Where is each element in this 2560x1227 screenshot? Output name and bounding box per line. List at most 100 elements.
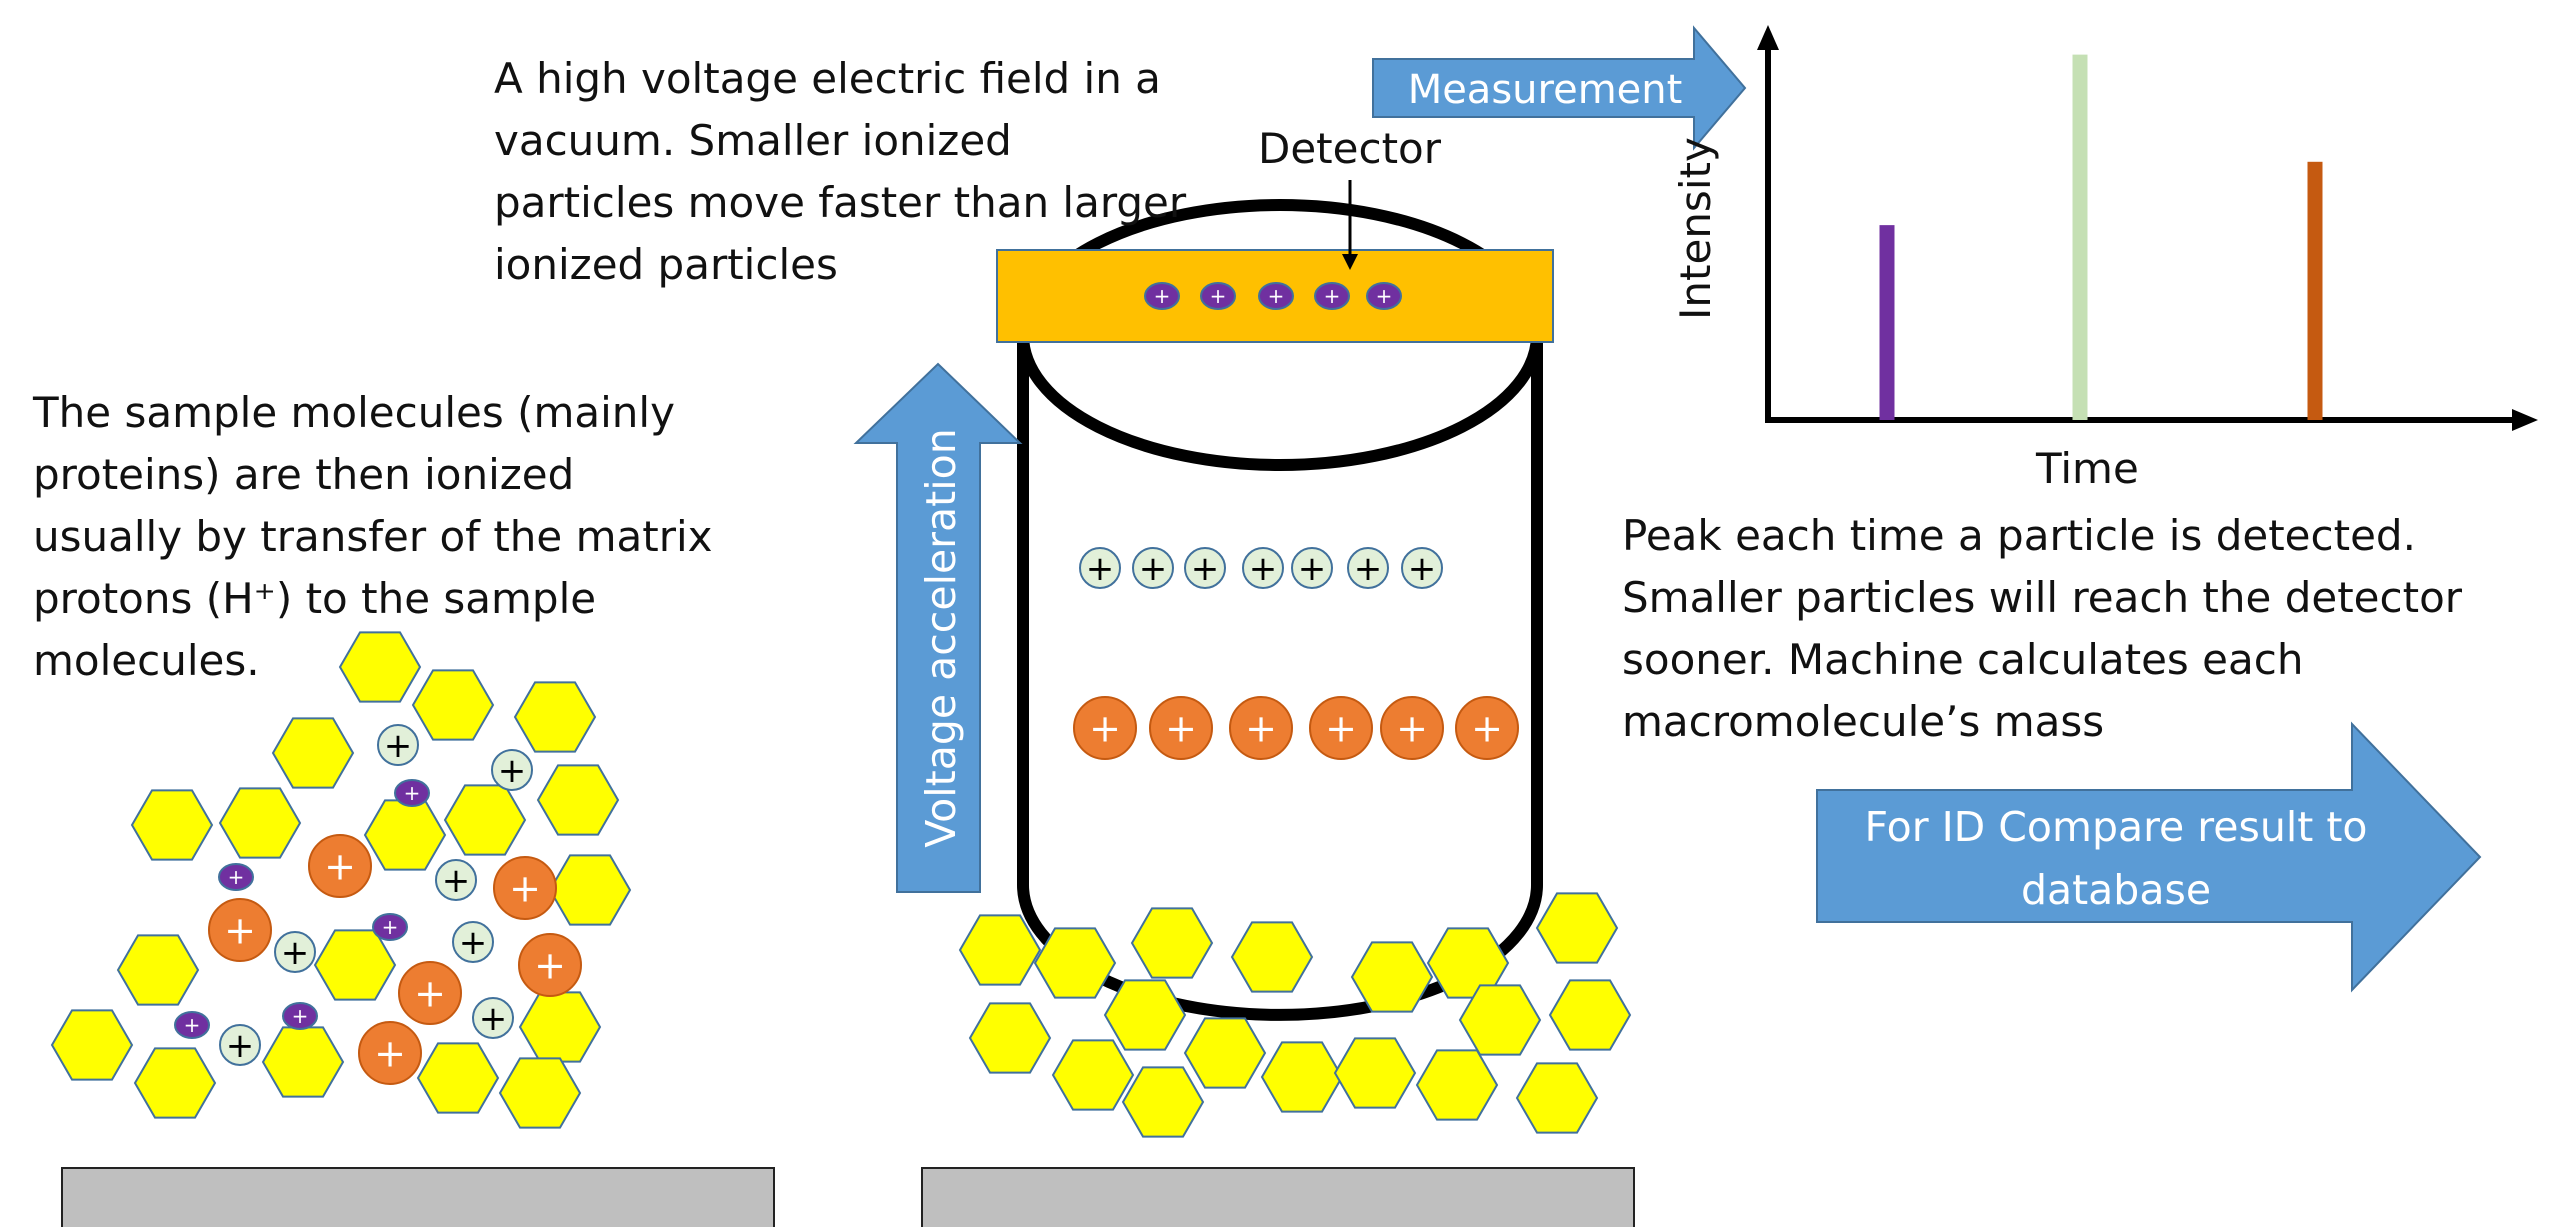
measurement-label: Measurement [1408,67,1683,113]
left-sample-cluster: ++++++++++++++++++ [51,631,631,1129]
ion-charge-symbol: + [509,866,541,910]
sample-hexagon [1261,1041,1343,1113]
sample-hexagon [1536,892,1618,964]
ion-charge-symbol: + [1376,284,1393,308]
ion-charge-symbol: + [324,844,356,888]
spectrum-peak-1 [1879,225,1895,420]
small-ion: + [1347,547,1389,589]
x-axis-arrowhead [2512,409,2538,431]
voltage-acceleration-arrow [853,362,1023,893]
y-axis-arrowhead [1757,25,1779,50]
large-ion: + [1073,696,1137,760]
compare-database-label-line2: database [2021,866,2211,914]
sample-hexagon [117,934,199,1006]
sample-hexagon [1516,1062,1598,1134]
x-axis-label: Time [2036,444,2139,493]
ion-charge-symbol: + [414,971,446,1015]
detector-ions: + + + + + [1144,282,1402,310]
detector-label: Detector [1258,124,1442,173]
ion-charge-symbol: + [228,865,245,889]
tiny-ion: + [1144,282,1180,310]
ionization-description: The sample molecules (mainly proteins) a… [33,388,713,685]
ion-charge-symbol: + [1089,706,1121,750]
sample-hexagon [514,681,596,753]
tiny-ion: + [1366,282,1402,310]
ion-charge-symbol: + [1210,284,1227,308]
sample-hexagon [1549,979,1631,1051]
tiny-ion: + [1314,282,1350,310]
sample-hexagon [1184,1017,1266,1089]
ion-charge-symbol: + [479,999,508,1039]
large-ion: + [208,898,272,962]
large-ion: + [308,834,372,898]
ion-charge-symbol: + [292,1004,309,1028]
compare-database-arrow [1816,721,2482,993]
ion-charge-symbol: + [1154,284,1171,308]
sample-hexagon [51,1009,133,1081]
ion-charge-symbol: + [184,1013,201,1037]
sample-hexagon [1122,1066,1204,1138]
ion-charge-symbol: + [1324,284,1341,308]
ion-charge-symbol: + [459,923,488,963]
small-ion: + [1132,547,1174,589]
tiny-ion: + [218,863,254,891]
ion-charge-symbol: + [1354,549,1383,589]
ion-charge-symbol: + [442,861,471,901]
tiny-ion: + [282,1002,318,1030]
detector-pointer-head [1342,254,1358,270]
ion-charge-symbol: + [404,781,421,805]
left-sample-plate [61,1167,775,1227]
tiny-ion: + [394,779,430,807]
small-ion: + [435,859,477,901]
flight-ions-large: + + + + + + [1073,696,1519,760]
small-ion: + [491,749,533,791]
large-ion: + [1309,696,1373,760]
large-ion: + [493,856,557,920]
spectrum-peaks [1879,54,2323,421]
sample-hexagon [131,789,213,861]
sample-hexagon [537,764,619,836]
sample-hexagon [1416,1049,1498,1121]
ion-charge-symbol: + [1086,549,1115,589]
small-ion: + [452,921,494,963]
flight-ions-small: + + + + + + + [1079,547,1443,589]
ion-charge-symbol: + [224,908,256,952]
ion-charge-symbol: + [1139,549,1168,589]
spectrum-chart [1757,25,2538,431]
ion-charge-symbol: + [1249,549,1278,589]
sample-hexagon [549,854,631,926]
right-sample-plate [921,1167,1635,1227]
large-ion: + [518,933,582,997]
small-ion: + [1242,547,1284,589]
y-axis-label: Intensity [1671,137,1720,320]
sample-hexagon [364,799,446,871]
large-ion: + [1380,696,1444,760]
ion-charge-symbol: + [1396,706,1428,750]
peak-description: Peak each time a particle is detected. S… [1622,511,2463,746]
compare-database-label-line1: For ID Compare result to [1865,803,2368,851]
sample-hexagon [314,929,396,1001]
ion-charge-symbol: + [1268,284,1285,308]
small-ion: + [1184,547,1226,589]
sample-hexagon [417,1042,499,1114]
ion-charge-symbol: + [1298,549,1327,589]
large-ion: + [398,961,462,1025]
tiny-ion: + [1258,282,1294,310]
spectrum-peak-3 [2307,161,2323,421]
tiny-ion: + [1200,282,1236,310]
voltage-acceleration-label: Voltage acceleration [917,428,965,847]
ion-charge-symbol: + [382,915,399,939]
ion-charge-symbol: + [1245,706,1277,750]
large-ion: + [1149,696,1213,760]
sample-hexagon [134,1047,216,1119]
small-ion: + [1401,547,1443,589]
small-ion: + [472,997,514,1039]
ion-charge-symbol: + [1191,549,1220,589]
ion-charge-symbol: + [1325,706,1357,750]
ion-charge-symbol: + [374,1031,406,1075]
large-ion: + [1455,696,1519,760]
sample-hexagon [444,784,526,856]
tiny-ion: + [372,913,408,941]
electric-field-description: A high voltage electric field in a vacuu… [494,54,1187,289]
